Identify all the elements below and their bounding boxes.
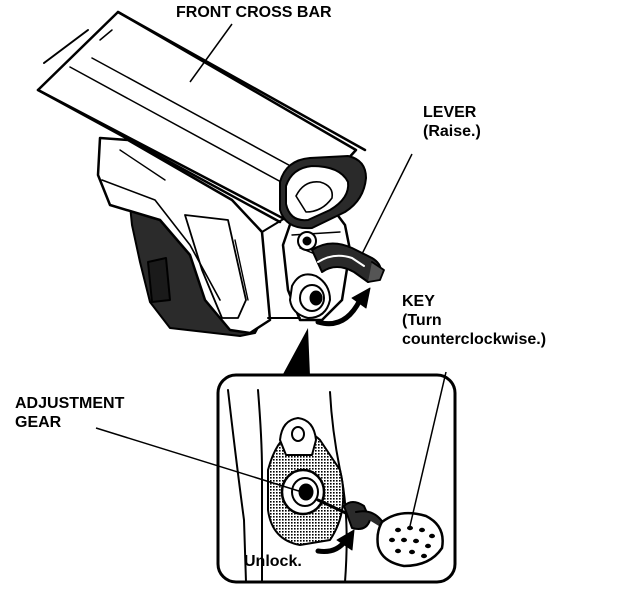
leader-lever (361, 153, 413, 255)
unlock-text: Unlock. (244, 553, 302, 570)
key-instruction-line2: counterclockwise.) (402, 331, 547, 348)
key-title: KEY (402, 293, 435, 310)
leader-front-cross-bar (189, 23, 233, 83)
front-cross-bar-label: FRONT CROSS BAR (176, 3, 332, 22)
leader-key (409, 371, 447, 527)
crossbar-mount-assembly (36, 10, 385, 337)
leader-adjustment-gear (95, 427, 303, 493)
leader-lines (95, 23, 447, 527)
front-cross-bar-text: FRONT CROSS BAR (176, 4, 332, 21)
lever-title: LEVER (423, 104, 477, 121)
lever-instruction: (Raise.) (423, 123, 481, 140)
inset-pointer (282, 328, 310, 376)
key-label: KEY (Turn counterclockwise.) (402, 292, 546, 349)
lever-label: LEVER (Raise.) (423, 103, 481, 141)
adjustment-gear-line2: GEAR (15, 414, 62, 431)
inset-detail-panel (216, 373, 457, 584)
key-instruction-line1: (Turn (402, 312, 442, 329)
adjustment-gear-line1: ADJUSTMENT (15, 395, 125, 412)
unlock-label: Unlock. (244, 552, 302, 571)
adjustment-gear-label: ADJUSTMENT GEAR (15, 394, 124, 432)
